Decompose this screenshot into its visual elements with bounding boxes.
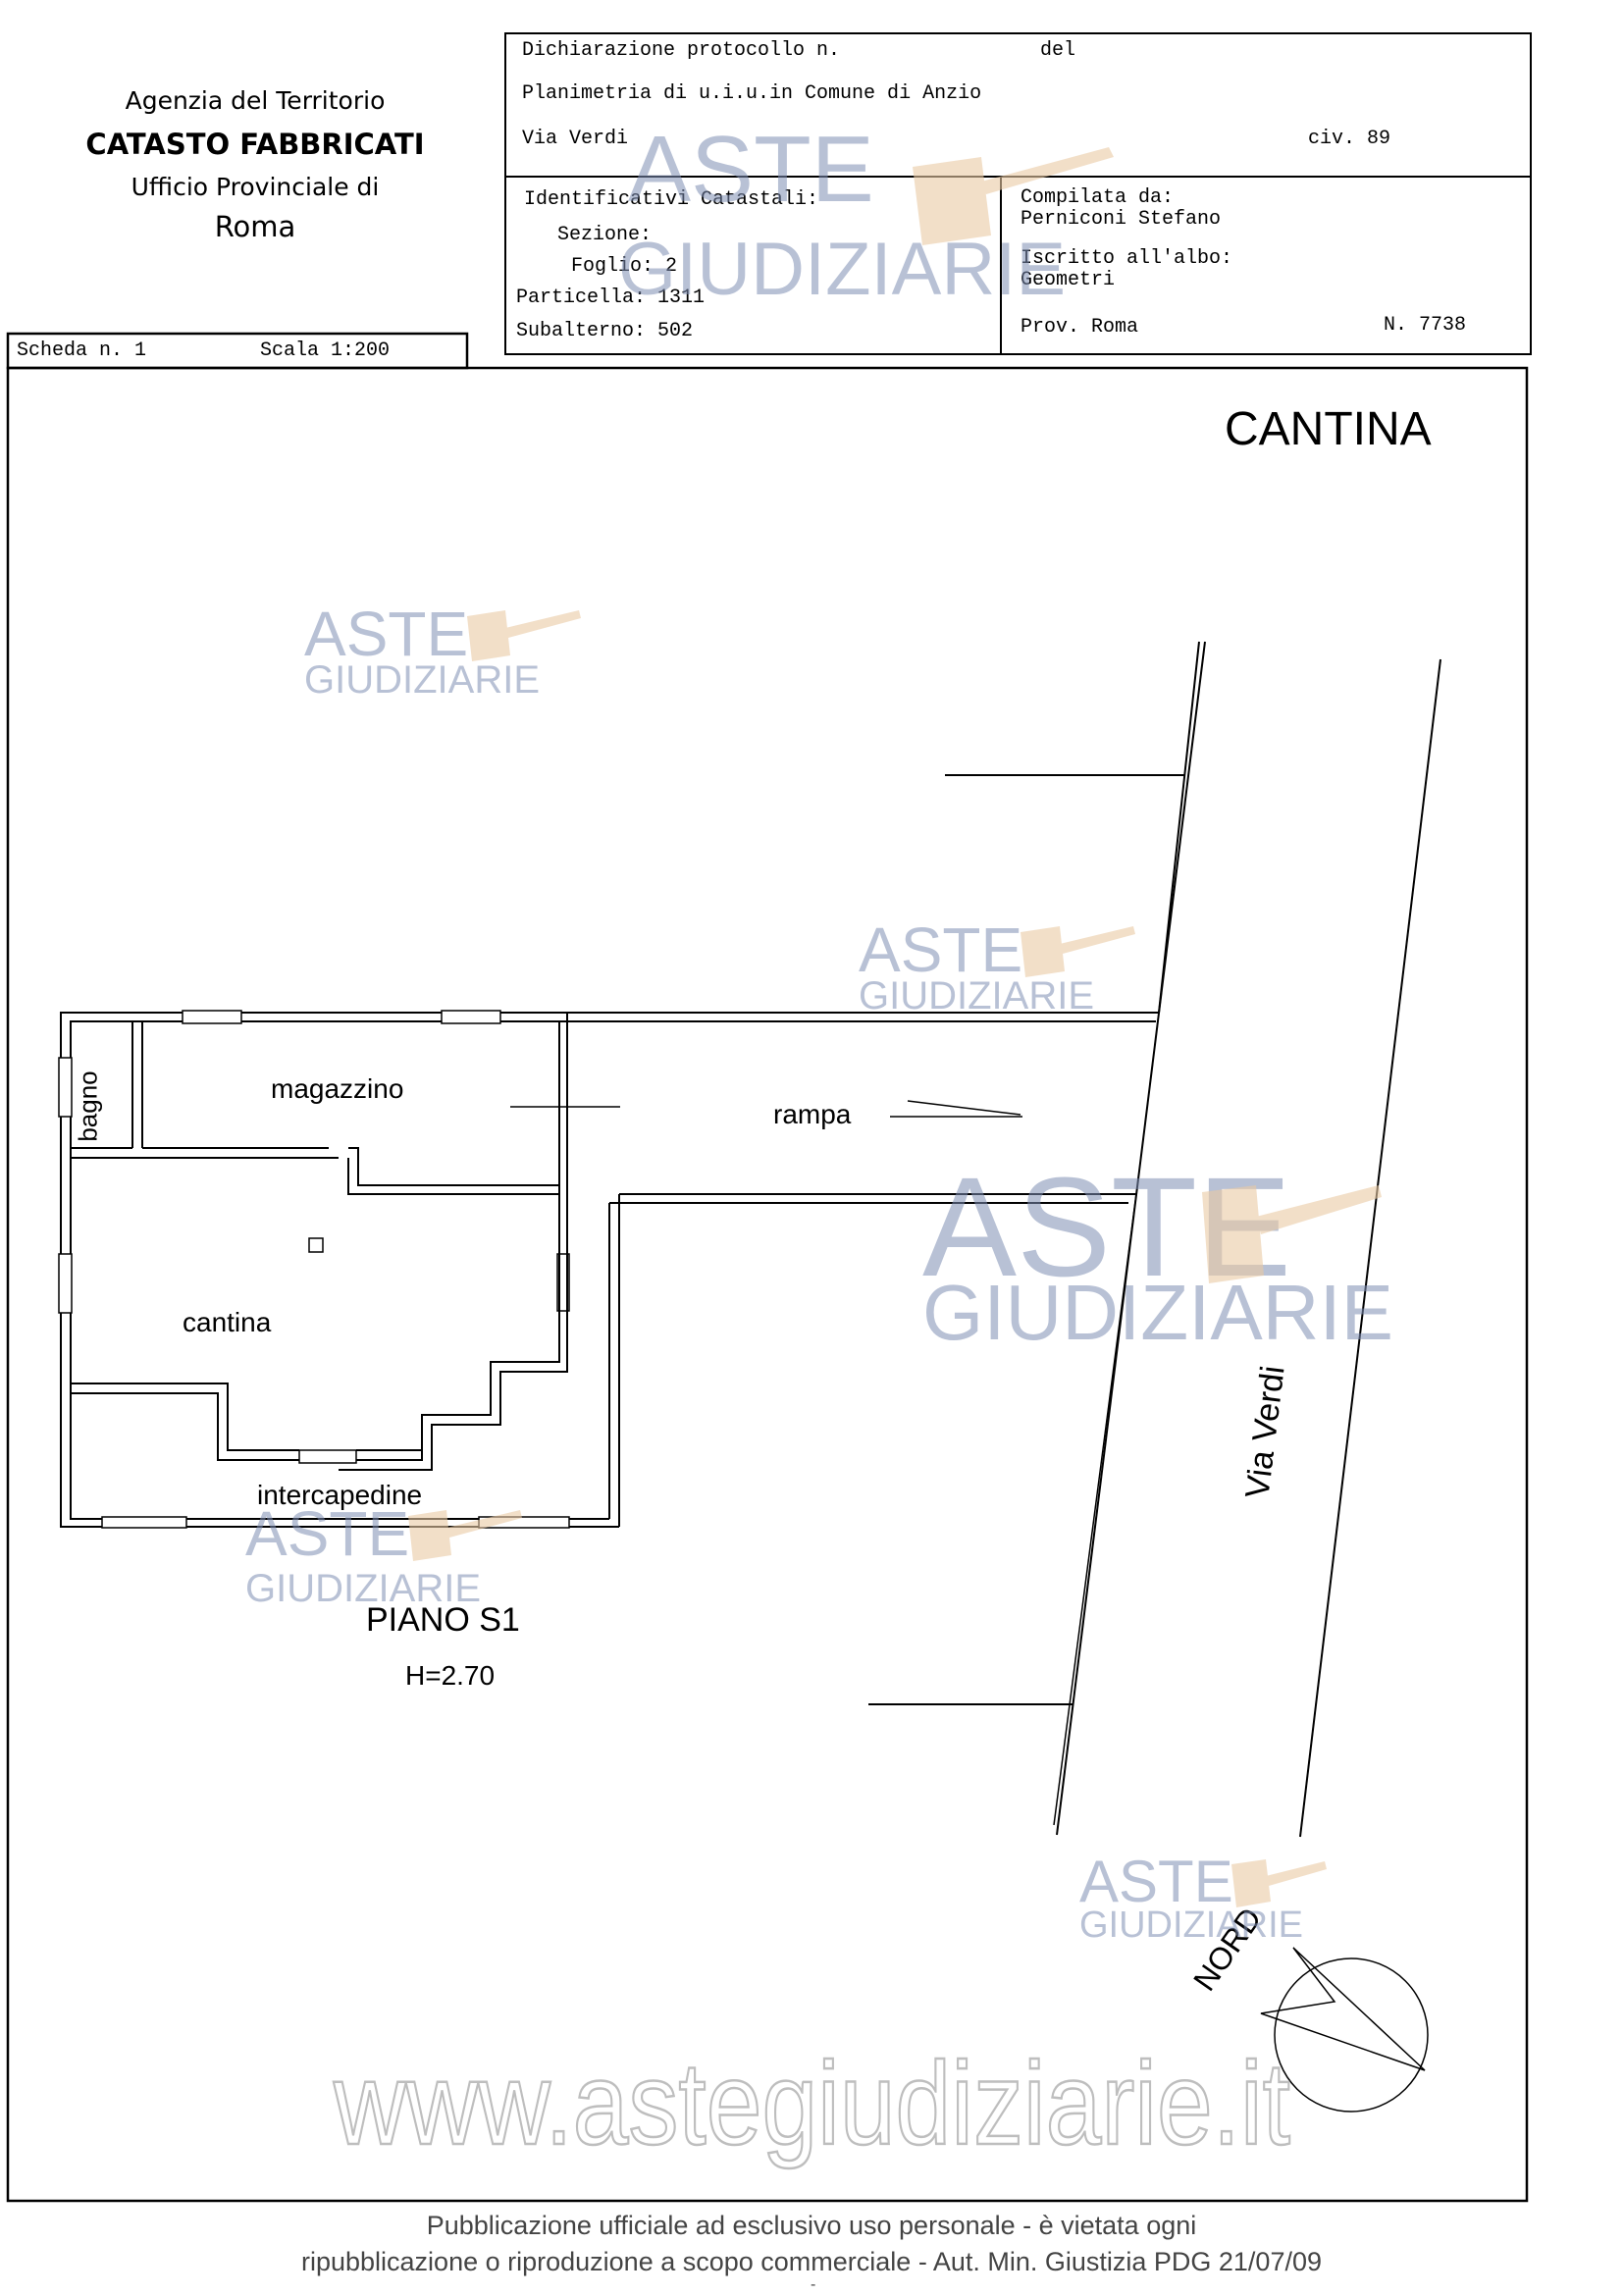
subalterno-field: Subalterno: 502 (516, 320, 694, 342)
scale-label: Scala 1:200 (260, 339, 391, 362)
agency-province: Roma (214, 210, 296, 243)
register-title: Iscritto all'albo: (1021, 247, 1233, 270)
footer-line-2: ripubblicazione o riproduzione a scopo c… (300, 2247, 1322, 2276)
sheet-number: Scheda n. 1 (17, 339, 147, 362)
room-label-cantina: cantina (183, 1307, 272, 1337)
municipality-line: Planimetria di u.i.u.in Comune di Anzio (522, 82, 982, 105)
register-value: Geometri (1021, 269, 1116, 291)
room-label-intercapedine: intercapedine (257, 1480, 423, 1510)
register-number: N. 7738 (1384, 314, 1467, 337)
agency-office: Ufficio Provinciale di (131, 173, 380, 201)
room-label-magazzino: magazzino (271, 1073, 404, 1104)
foglio-field: Foglio: 2 (571, 255, 678, 278)
room-label-bagno: bagno (73, 1070, 103, 1142)
sezione-field: Sezione: (557, 224, 653, 246)
address-street: Via Verdi (522, 128, 629, 150)
footer-dash: - (811, 2276, 816, 2293)
room-label-rampa: rampa (773, 1099, 852, 1129)
floor-label: PIANO S1 (366, 1601, 520, 1639)
agency-department: CATASTO FABBRICATI (85, 128, 425, 161)
cadastral-ids-title: Identificativi Catastali: (524, 188, 819, 211)
footer-line-1: Pubblicazione ufficiale ad esclusivo uso… (426, 2211, 1197, 2240)
protocol-date-label: del (1040, 39, 1076, 62)
register-province: Prov. Roma (1021, 316, 1139, 339)
protocol-label: Dichiarazione protocollo n. (522, 39, 841, 62)
address-number: civ. 89 (1308, 128, 1391, 150)
plan-title: CANTINA (1225, 403, 1432, 455)
particella-field: Particella: 1311 (516, 287, 706, 309)
height-label: H=2.70 (405, 1660, 496, 1691)
agency-name: Agenzia del Territorio (125, 86, 386, 115)
